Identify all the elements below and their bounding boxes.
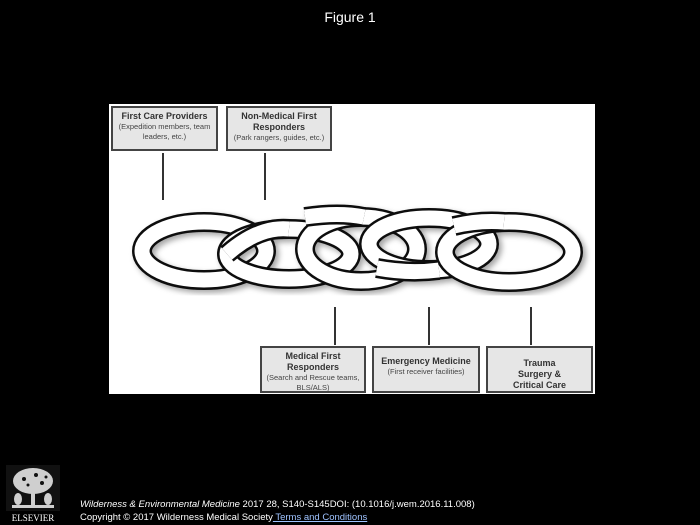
medical-first-connector xyxy=(334,307,336,345)
chain-link-1 xyxy=(132,212,276,290)
emergency-connector xyxy=(428,307,430,345)
chain-illustration xyxy=(132,204,583,292)
first-care-providers-heading: First Care Providers xyxy=(121,111,208,121)
emergency-medicine-sub: (First receiver facilities) xyxy=(387,367,465,376)
citation-text: 2017 28, S140-S145DOI: (10.1016/j.wem.20… xyxy=(239,499,475,510)
trauma-surgery-box: Trauma Surgery & Critical Care xyxy=(486,346,593,393)
medical-first-responders-box: Medical First Responders (Search and Res… xyxy=(260,346,366,393)
trauma-connector xyxy=(530,307,532,345)
trauma-surgery-heading: Trauma Surgery & Critical Care xyxy=(512,358,567,390)
journal-name: Wilderness & Environmental Medicine xyxy=(80,499,240,510)
figure-title: Figure 1 xyxy=(324,9,376,25)
emergency-medicine-heading: Emergency Medicine xyxy=(381,356,471,366)
copyright-line: Copyright © 2017 Wilderness Medical Soci… xyxy=(80,512,367,523)
first-care-providers-sub: (Expedition members, team leaders, etc.) xyxy=(118,122,211,141)
non-medical-first-responders-box: Non-Medical First Responders (Park range… xyxy=(226,106,332,151)
non-medical-connector xyxy=(264,153,266,200)
elsevier-logo: ELSEVIER xyxy=(6,465,60,523)
first-care-providers-box: First Care Providers (Expedition members… xyxy=(111,106,218,151)
medical-first-sub: (Search and Rescue teams, BLS/ALS) xyxy=(266,373,360,392)
terms-link[interactable]: Terms and Conditions xyxy=(272,512,368,523)
emergency-medicine-box: Emergency Medicine (First receiver facil… xyxy=(372,346,480,393)
non-medical-sub: (Park rangers, guides, etc.) xyxy=(233,133,325,142)
citation-line: Wilderness & Environmental Medicine 2017… xyxy=(80,499,475,510)
copyright-text: Copyright © 2017 Wilderness Medical Soci… xyxy=(80,512,273,523)
medical-first-heading: Medical First Responders xyxy=(285,351,341,372)
chain-link-5 xyxy=(435,212,583,292)
first-care-connector xyxy=(162,153,164,200)
diagram-panel: First Care Providers (Expedition members… xyxy=(109,104,595,394)
non-medical-heading: Non-Medical First Responders xyxy=(241,111,317,132)
elsevier-wordmark: ELSEVIER xyxy=(12,513,55,523)
